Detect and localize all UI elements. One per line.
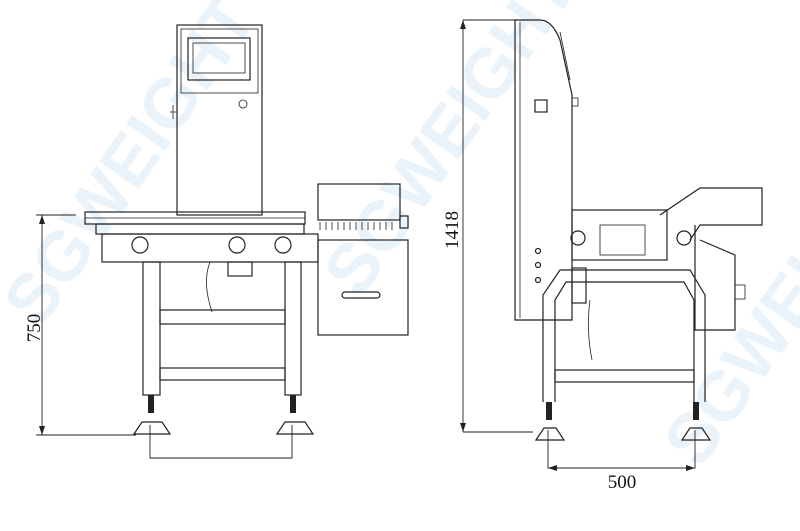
main-switch-icon: [534, 99, 548, 113]
dimension-line-1418: [462, 19, 533, 433]
dimension-line-750: [36, 214, 136, 436]
touch-screen: [187, 37, 251, 81]
leveling-foot-right: [275, 421, 315, 435]
watermark-center: SGWEIGHT: [308, 0, 590, 309]
control-cabinet: [170, 24, 263, 216]
dimension-line-500: [547, 430, 696, 469]
front-legs: [132, 261, 315, 435]
leveling-foot-left: [132, 421, 172, 435]
watermark-front: SGWEIGHT: [0, 0, 271, 339]
front-view: 750: [24, 24, 409, 459]
side-legs: [534, 269, 712, 441]
dimension-label-500: 500: [608, 472, 637, 493]
watermark-right: SGWEIGHT: [648, 122, 800, 479]
side-cabinet: [514, 19, 579, 321]
power-switch-icon: [238, 99, 248, 109]
side-conveyor: [570, 187, 763, 361]
dimension-label-1418: 1418: [442, 211, 463, 249]
dimension-label-750: 750: [24, 314, 45, 343]
side-view: 1418 500: [442, 19, 763, 493]
reject-bin: [317, 183, 409, 336]
dimension-line-feet: [149, 425, 293, 459]
